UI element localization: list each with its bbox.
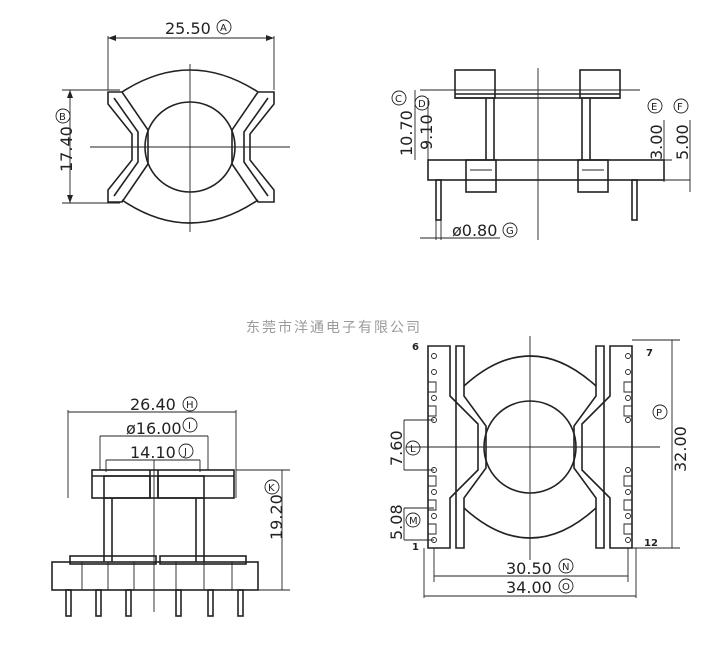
view-top-left: 25.50 A 17.40 B <box>55 19 290 232</box>
dim-o-tag: O <box>562 582 570 593</box>
dim-n-value: 30.50 <box>506 559 552 578</box>
dim-n-tag: N <box>562 562 569 573</box>
dim-f-tag: F <box>677 102 683 113</box>
dim-i-tag: I <box>188 421 191 432</box>
dim-i-value: ø16.00 <box>126 419 182 438</box>
dim-l-tag: L <box>410 444 416 455</box>
dim-c-tag: C <box>395 94 402 105</box>
dim-p-tag: P <box>656 408 662 419</box>
dim-height-value: 17.40 <box>57 126 76 172</box>
pin-label-1: 1 <box>412 542 419 553</box>
dim-o-value: 34.00 <box>506 578 552 597</box>
dim-p-value: 32.00 <box>671 426 690 472</box>
pin-label-12: 12 <box>644 538 658 549</box>
dim-g-tag: G <box>506 226 514 237</box>
dim-g-value: ø0.80 <box>452 221 497 240</box>
dim-d-tag: D <box>418 99 426 110</box>
dim-l-value: 7.60 <box>387 430 406 466</box>
dim-m-tag: M <box>409 516 418 527</box>
dim-height-tag: B <box>59 112 66 123</box>
dim-h-value: 26.40 <box>130 395 176 414</box>
dim-h-tag: H <box>186 400 194 411</box>
dim-e-tag: E <box>651 102 657 113</box>
dim-k-tag: K <box>268 483 275 494</box>
dim-d-value: 9.10 <box>417 114 436 150</box>
view-bottom-right: 6 7 1 12 7.60 L 5.08 M 30.50 N 34.00 O <box>387 336 690 598</box>
pin-label-6: 6 <box>412 342 419 353</box>
pin-label-7: 7 <box>646 348 653 359</box>
watermark-text: 东莞市洋通电子有限公司 <box>246 319 422 336</box>
dim-k-value: 19.20 <box>267 494 286 540</box>
dim-e-value: 3.00 <box>647 124 666 160</box>
dim-width-tag: A <box>220 23 227 34</box>
dim-j-tag: J <box>183 447 187 458</box>
view-bottom-left: 26.40 H ø16.00 I 14.10 J <box>51 395 290 617</box>
dim-f-value: 5.00 <box>673 124 692 160</box>
dim-m-value: 5.08 <box>387 504 406 540</box>
dim-width-value: 25.50 <box>165 19 211 38</box>
dim-c-value: 10.70 <box>397 110 416 156</box>
dim-j-value: 14.10 <box>130 443 176 462</box>
view-top-right: 10.70 C 9.10 D 3.00 E 5.00 F ø0.80 G <box>391 68 692 240</box>
